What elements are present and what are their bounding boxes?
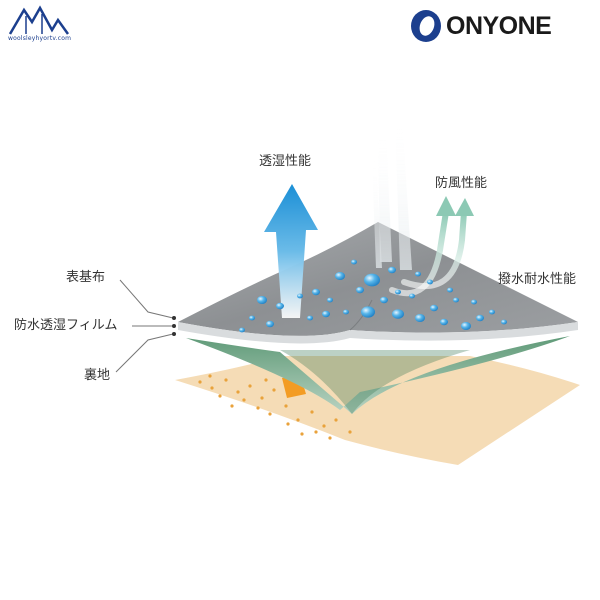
lining-dot bbox=[286, 422, 290, 426]
lining-dot bbox=[264, 378, 268, 382]
water-drop bbox=[489, 309, 495, 315]
water-drop bbox=[257, 296, 267, 304]
water-drop bbox=[249, 315, 255, 321]
water-drop bbox=[322, 310, 330, 318]
water-drop bbox=[297, 293, 303, 299]
water-drop bbox=[380, 296, 388, 304]
mountain-logo-icon bbox=[8, 5, 70, 35]
lining-dot bbox=[314, 430, 318, 434]
water-drop bbox=[364, 273, 380, 287]
water-drop bbox=[415, 314, 425, 322]
brand-o-icon bbox=[411, 10, 441, 42]
water-drop bbox=[447, 287, 453, 293]
lining-dot bbox=[300, 432, 304, 436]
water-drop bbox=[409, 293, 415, 299]
label-leader-lines bbox=[115, 279, 174, 373]
water-drop bbox=[312, 288, 320, 296]
label-windproof: 防風性能 bbox=[435, 176, 488, 191]
label-breathability: 透湿性能 bbox=[259, 154, 312, 169]
water-drop bbox=[327, 297, 333, 303]
lining-dot bbox=[256, 406, 260, 410]
water-drop bbox=[392, 309, 404, 319]
lining-dot bbox=[230, 404, 234, 408]
vapor-beams bbox=[372, 118, 412, 270]
label-water-repellency: 撥水耐水性能 bbox=[498, 272, 577, 287]
lining-dot bbox=[218, 394, 222, 398]
lining-dot bbox=[242, 398, 246, 402]
lining-dot bbox=[284, 404, 288, 408]
label-lining: 裏地 bbox=[84, 368, 111, 383]
lining-dot bbox=[348, 430, 352, 434]
water-drop bbox=[239, 327, 245, 333]
water-drop bbox=[461, 322, 471, 330]
water-drop bbox=[453, 297, 459, 303]
lining-dot bbox=[260, 396, 264, 400]
water-drop bbox=[388, 266, 396, 274]
label-membrane: 防水透湿フィルム bbox=[14, 318, 118, 333]
water-drop bbox=[307, 315, 313, 321]
water-drop bbox=[266, 320, 274, 328]
breathability-arrow-icon bbox=[264, 184, 318, 318]
lining-dot bbox=[310, 410, 314, 414]
label-markers bbox=[172, 316, 176, 336]
site-logo-text: woolsleyhyortv.com bbox=[8, 35, 72, 42]
water-drop bbox=[430, 304, 438, 312]
water-drop bbox=[471, 299, 477, 305]
lining-dot bbox=[198, 380, 202, 384]
water-drop bbox=[335, 272, 345, 280]
lining-dot bbox=[224, 378, 228, 382]
water-drop bbox=[356, 286, 364, 294]
lining-dot bbox=[272, 388, 276, 392]
water-drop bbox=[395, 289, 401, 295]
water-drop bbox=[351, 259, 357, 265]
lining-dot bbox=[236, 390, 240, 394]
lining-dot bbox=[208, 374, 212, 378]
wind-arrow-heads bbox=[436, 196, 474, 216]
water-drop bbox=[501, 319, 507, 325]
lining-dot bbox=[322, 424, 326, 428]
brand-logo: ONYONE bbox=[406, 8, 596, 44]
lining-dot bbox=[296, 418, 300, 422]
water-drop bbox=[361, 306, 375, 318]
water-drop bbox=[343, 309, 349, 315]
membrane-layer bbox=[186, 336, 570, 414]
water-drop bbox=[415, 271, 421, 277]
lining-dot bbox=[328, 436, 332, 440]
water-droplets bbox=[239, 259, 507, 333]
lining-dot bbox=[268, 412, 272, 416]
water-drop bbox=[427, 279, 433, 285]
label-outer-fabric: 表基布 bbox=[66, 270, 106, 285]
site-logo bbox=[6, 4, 70, 44]
lining-dot bbox=[210, 386, 214, 390]
water-drop bbox=[276, 302, 284, 310]
lining-dot bbox=[248, 384, 252, 388]
brand-wordmark: ONYONE bbox=[446, 12, 552, 40]
lining-dot bbox=[334, 418, 338, 422]
water-drop bbox=[440, 318, 448, 326]
water-drop bbox=[476, 314, 484, 322]
lining-dots bbox=[198, 374, 352, 440]
